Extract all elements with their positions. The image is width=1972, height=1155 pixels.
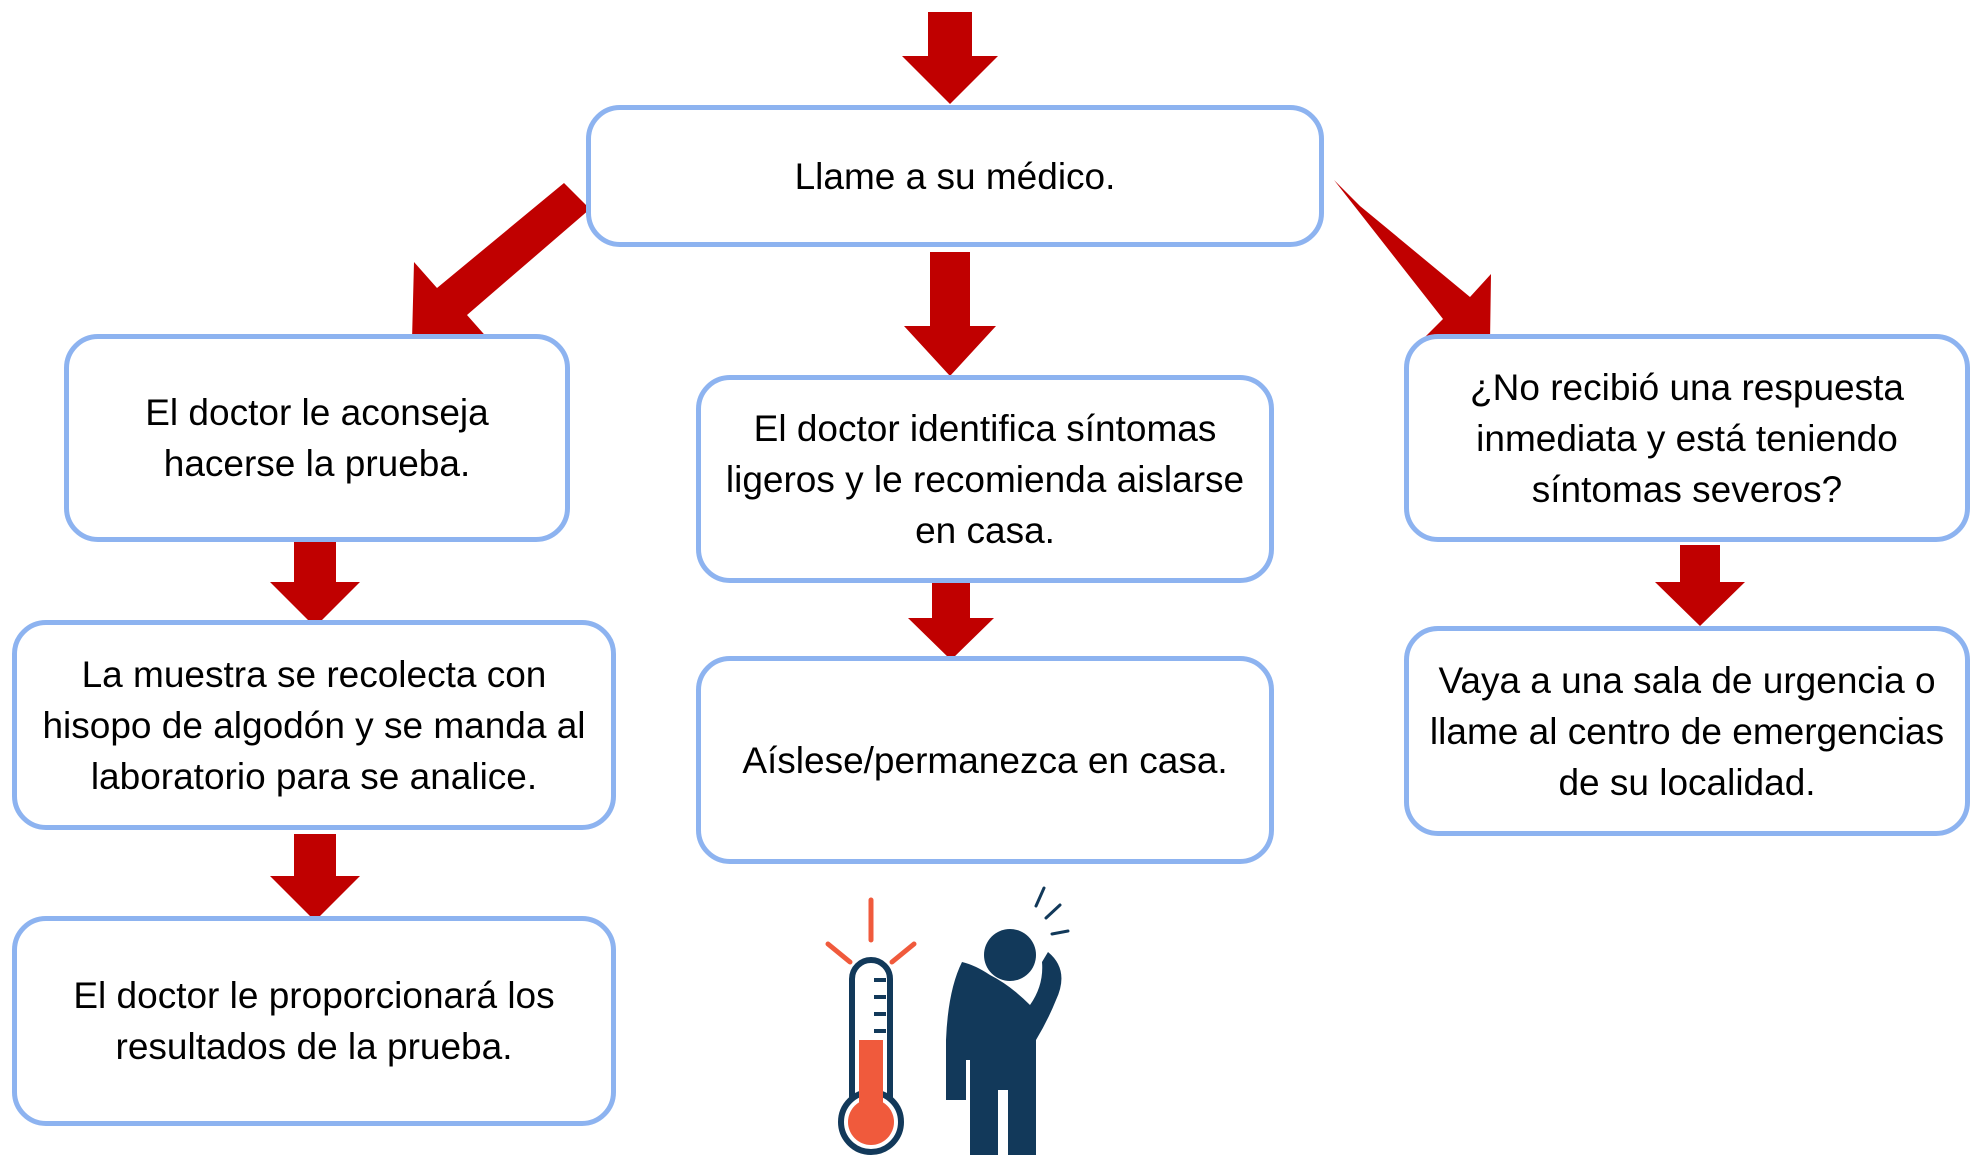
arrow-top-entry	[902, 12, 998, 104]
node-go-emergency-text: Vaya a una sala de urgencia o llame al c…	[1429, 659, 1945, 803]
arrow-to-mild-symptoms	[904, 252, 996, 376]
arrow-to-no-response	[1334, 180, 1491, 342]
node-isolate: Aíslese/permanezca en casa.	[696, 656, 1274, 864]
node-sample-collected-text: La muestra se recolecta con hisopo de al…	[42, 653, 586, 797]
node-sample-collected: La muestra se recolecta con hisopo de al…	[12, 620, 616, 830]
node-no-response: ¿No recibió una respuesta inmediata y es…	[1404, 334, 1970, 542]
thermometer-icon	[825, 897, 917, 1155]
node-test-advised: El doctor le aconseja hacerse la prueba.	[64, 334, 570, 542]
arrow-to-isolate	[908, 580, 994, 660]
node-call-doctor: Llame a su médico.	[586, 105, 1324, 247]
node-test-advised-text: El doctor le aconseja hacerse la prueba.	[145, 392, 489, 484]
node-results-text: El doctor le proporcionará los resultado…	[73, 975, 555, 1067]
node-mild-symptoms: El doctor identifica síntomas ligeros y …	[696, 375, 1274, 583]
node-mild-symptoms-text: El doctor identifica síntomas ligeros y …	[725, 407, 1245, 551]
node-isolate-text: Aíslese/permanezca en casa.	[742, 739, 1228, 781]
sick-person-icon	[946, 886, 1070, 1155]
arrow-to-test-advised	[412, 183, 590, 341]
node-call-doctor-text: Llame a su médico.	[794, 155, 1116, 197]
arrow-to-sample-collected	[270, 540, 360, 627]
arrow-to-go-emergency	[1655, 545, 1745, 626]
node-results: El doctor le proporcionará los resultado…	[12, 916, 616, 1126]
node-go-emergency: Vaya a una sala de urgencia o llame al c…	[1404, 626, 1970, 836]
node-no-response-text: ¿No recibió una respuesta inmediata y es…	[1470, 366, 1904, 510]
arrow-to-results	[270, 834, 360, 921]
